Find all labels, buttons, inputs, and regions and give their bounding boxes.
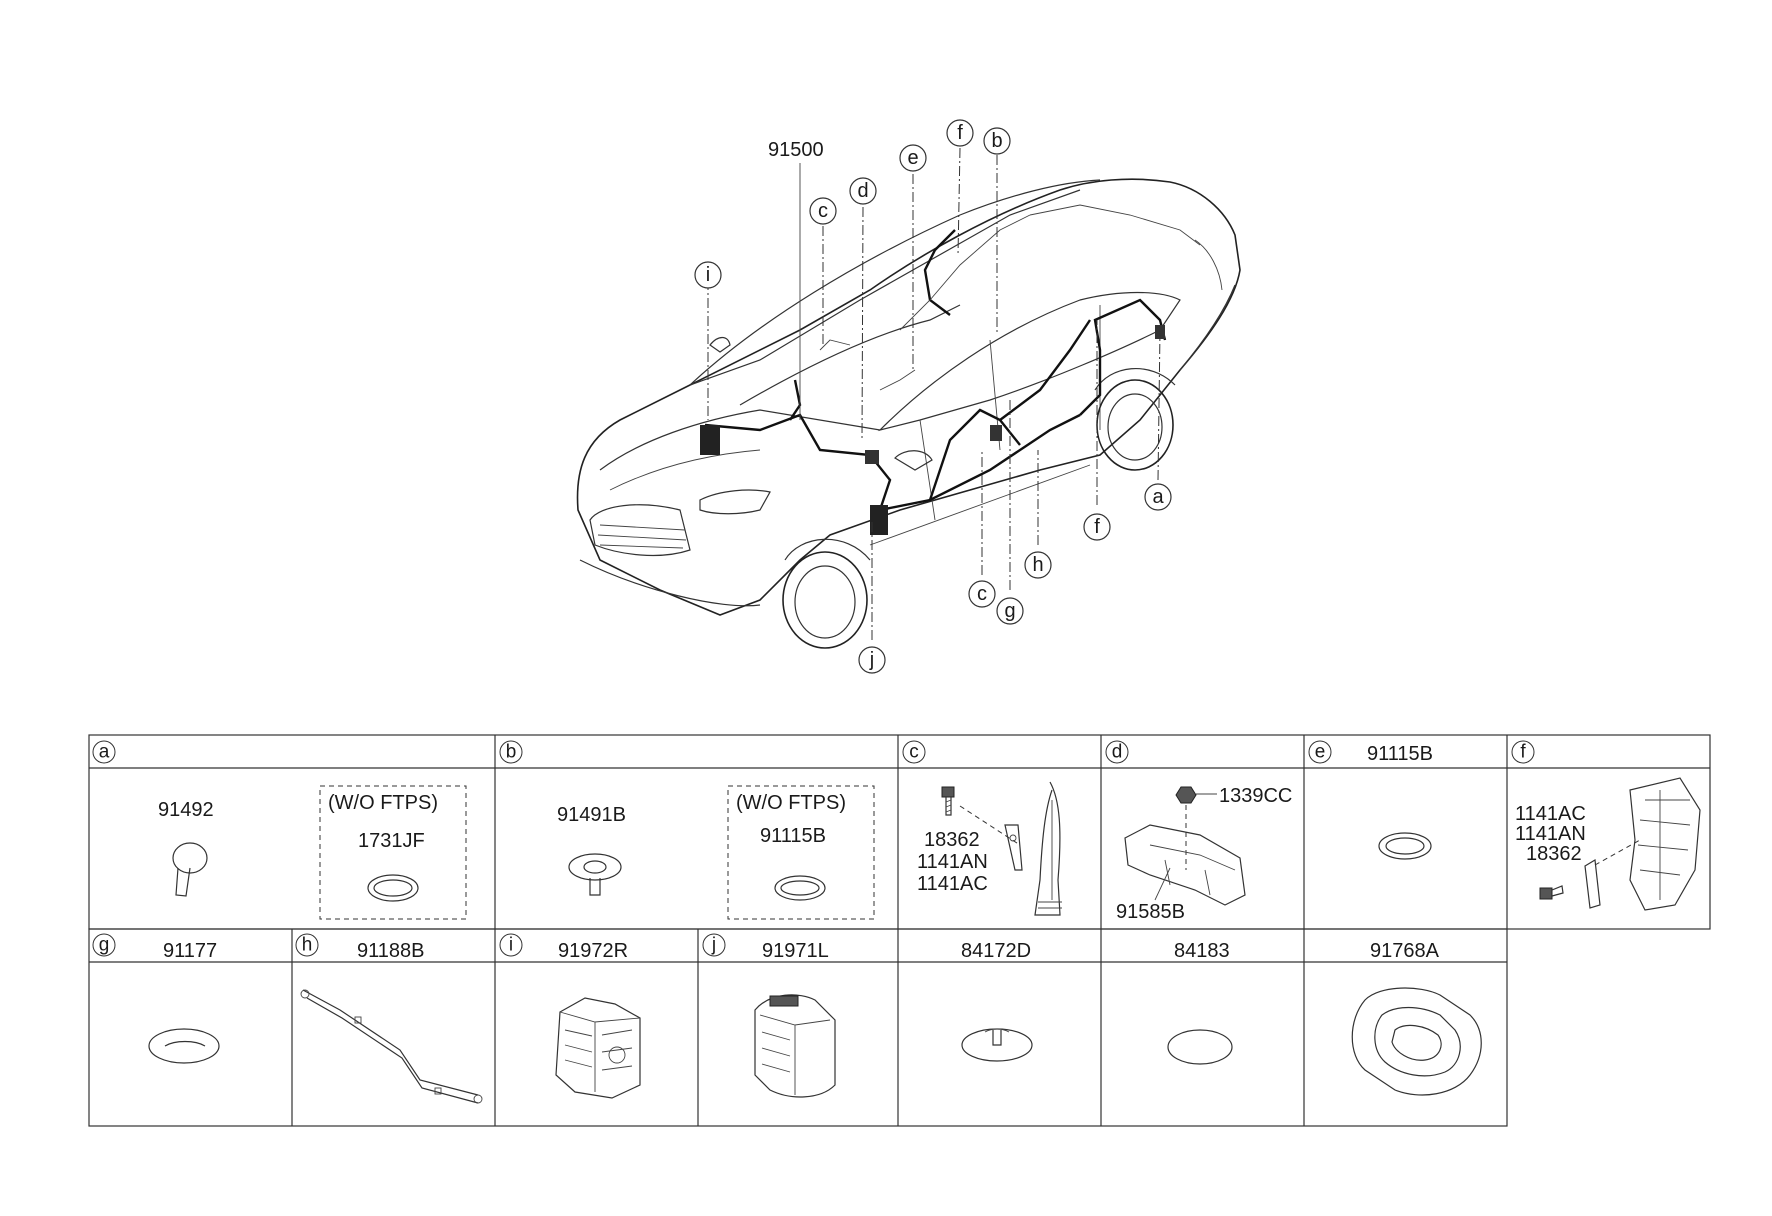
cell-j-header-part: 91971L	[762, 940, 829, 962]
cell-91768A-header-part: 91768A	[1370, 940, 1440, 962]
cell-j: j 91971L	[702, 933, 836, 1098]
callout-j[interactable]: j	[858, 646, 886, 674]
pillar-icon	[1629, 777, 1701, 911]
cell-i-header-part: 91972R	[558, 940, 628, 962]
cell-f-letter: f	[1520, 742, 1526, 763]
cell-g-letter: g	[99, 935, 110, 956]
pillar-icon	[1034, 781, 1062, 916]
callout-b[interactable]: b	[983, 127, 1011, 155]
bolt-icon	[941, 786, 955, 816]
connector-icon	[555, 997, 641, 1099]
svg-text:d: d	[857, 180, 868, 202]
callout-i[interactable]: i	[694, 261, 722, 289]
cell-i: i 91972R	[499, 933, 641, 1099]
cell-a-option-part: 1731JF	[358, 830, 425, 852]
leader-lines	[707, 147, 1161, 640]
grommet-icon	[367, 874, 419, 902]
cell-c-part-2: 1141AN	[917, 851, 988, 873]
svg-text:f: f	[957, 122, 963, 144]
cell-84172D-header-part: 84172D	[961, 940, 1031, 962]
cell-j-letter: j	[711, 935, 716, 956]
cell-c-part-1: 18362	[924, 829, 980, 851]
cell-a-letter-badge	[92, 740, 116, 764]
cell-e-letter: e	[1315, 742, 1326, 763]
cell-84183: 84183	[1167, 940, 1233, 1065]
bracket-icon	[1584, 859, 1601, 909]
cell-a-part-1: 91492	[158, 799, 214, 821]
callout-e[interactable]: e	[899, 144, 927, 172]
cell-84183-header-part: 84183	[1174, 940, 1230, 962]
cell-b-option-part: 91115B	[760, 825, 826, 847]
callout-g[interactable]: g	[996, 597, 1024, 625]
plug-icon	[961, 1028, 1033, 1062]
cell-84172D: 84172D	[961, 940, 1033, 1062]
cell-d-part-2: 91585B	[1116, 901, 1185, 923]
cell-f-part-1: 1141AC	[1515, 803, 1586, 825]
grommet-icon	[1378, 832, 1432, 860]
cell-b-part-1: 91491B	[557, 804, 626, 826]
callout-c-bottom[interactable]: c	[968, 580, 996, 608]
cell-f: f 1141AC 1141AN 18362	[1511, 740, 1701, 911]
svg-text:j: j	[869, 649, 874, 671]
wiring-harness-icon	[300, 989, 483, 1104]
cell-e: e 91115B	[1308, 740, 1433, 860]
cell-h-letter: h	[302, 935, 313, 956]
svg-text:f: f	[1094, 516, 1100, 538]
grommet-icon	[568, 853, 622, 896]
cell-d-letter: d	[1112, 742, 1123, 763]
callout-f-top[interactable]: f	[946, 119, 974, 147]
nut-icon	[1175, 786, 1197, 804]
svg-text:b: b	[991, 130, 1002, 152]
cell-b-letter: b	[506, 742, 517, 763]
connector-icon	[754, 994, 836, 1098]
vehicle-outline-icon	[576, 178, 1241, 649]
cell-c: c 18362 1141AN 1141AC	[902, 740, 1062, 916]
cell-e-header-part: 91115B	[1367, 743, 1433, 765]
svg-text:g: g	[1004, 600, 1015, 622]
cell-a: a 91492 (W/O FTPS) 1731JF	[92, 740, 467, 920]
svg-text:c: c	[977, 583, 987, 605]
plug-icon	[1167, 1029, 1233, 1065]
callout-c-top[interactable]: c	[809, 197, 837, 225]
svg-text:a: a	[1152, 486, 1164, 508]
callout-d[interactable]: d	[849, 177, 877, 205]
cell-a-letter: a	[99, 742, 110, 763]
parts-table	[88, 734, 1711, 1127]
cell-f-part-2: 1141AN	[1515, 823, 1586, 845]
main-part-number: 91500	[768, 139, 824, 161]
svg-text:i: i	[706, 264, 710, 286]
cell-f-part-3: 18362	[1526, 843, 1582, 865]
svg-text:e: e	[907, 147, 918, 169]
cell-c-letter: c	[909, 742, 919, 763]
cell-d: d 1339CC 91585B	[1105, 740, 1292, 923]
callout-h[interactable]: h	[1024, 551, 1052, 579]
cell-d-part-1: 1339CC	[1219, 785, 1292, 807]
bolt-icon	[1539, 885, 1564, 900]
bracket-icon	[1124, 824, 1246, 906]
cell-h: h 91188B	[295, 933, 483, 1104]
bracket-icon	[1004, 824, 1023, 871]
cell-h-header-part: 91188B	[357, 940, 424, 962]
cell-b-option-label: (W/O FTPS)	[736, 792, 846, 814]
callout-f-bottom[interactable]: f	[1083, 513, 1111, 541]
cell-g: g 91177	[92, 933, 220, 1064]
grommet-icon	[148, 1028, 220, 1064]
grommet-icon	[774, 875, 826, 901]
grommet-icon	[172, 842, 208, 897]
cell-a-option-label: (W/O FTPS)	[328, 792, 438, 814]
svg-text:c: c	[818, 200, 828, 222]
cell-c-part-3: 1141AC	[917, 873, 988, 895]
cell-91768A: 91768A	[1351, 940, 1482, 1096]
cell-i-letter: i	[509, 935, 513, 956]
grommet-icon	[1351, 987, 1482, 1096]
cell-g-header-part: 91177	[163, 940, 217, 962]
svg-text:h: h	[1032, 554, 1043, 576]
cell-b: b 91491B (W/O FTPS) 91115B	[499, 740, 875, 920]
callout-a[interactable]: a	[1144, 483, 1172, 511]
